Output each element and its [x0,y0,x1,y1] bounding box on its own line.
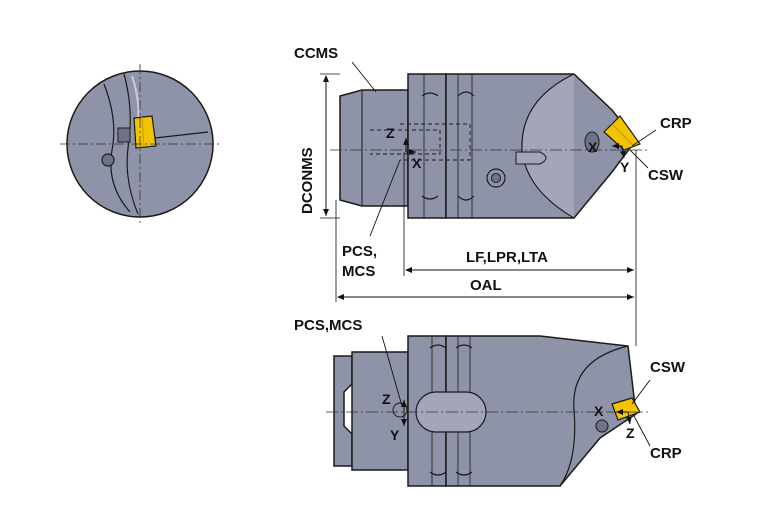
pcs-bottom-leader [381,335,403,407]
top-insert-y: Y [620,159,630,175]
top-view [330,73,648,219]
top-insert-line [611,123,635,147]
bottom-axis-z: Z [382,391,391,407]
csw-leader [629,149,649,169]
top-notch-1 [421,92,439,97]
top-hidden-channel [370,129,441,155]
top-axis-z: Z [386,125,395,141]
dconms-label: DCONMS [299,147,316,214]
bottom-z2-arrow [625,411,632,425]
dimensions [320,61,657,447]
top-clamp [584,131,600,153]
top-notch-3 [421,195,439,200]
ccms-leader [351,61,377,93]
bottom-shank-left [333,355,353,467]
end-view-contour [103,83,131,213]
lf-lpr-lta-label: LF,LPR,LTA [466,249,548,266]
ccms-label: CCMS [294,45,338,62]
csw-bottom-leader [631,379,651,405]
csw-bottom-label: CSW [650,359,686,376]
bottom-origin-circle [392,402,408,418]
bottom-notch-1 [429,344,447,349]
bottom-notch-4 [455,471,473,476]
bottom-axis-y: Y [390,427,400,443]
crp-leader [631,129,657,147]
pcs-label-line1: PCS, [342,243,377,260]
oal-label: OAL [470,277,502,294]
mcs-label-line2: MCS [342,263,375,280]
bottom-view [326,335,648,487]
top-nozzle [515,151,547,165]
crp-label: CRP [660,115,692,132]
bottom-body [445,335,637,487]
bottom-notch-3 [429,471,447,476]
end-view-edge [154,131,209,139]
top-hidden-channel-2 [400,123,471,161]
end-view-clamp [117,127,131,143]
top-notch-4 [457,195,475,201]
pcs-mcs-bottom-label: PCS,MCS [294,317,362,334]
end-view-insert [133,115,157,149]
top-shank [339,89,409,207]
bottom-insert-x: X [594,403,604,419]
pcs-leader [369,159,401,237]
bottom-insert-z: Z [626,425,635,441]
end-view-insert-line [141,116,145,148]
crp-bottom-label: CRP [650,445,682,462]
top-y2-arrow [619,145,626,159]
bottom-clamp [595,419,609,433]
end-view-contour-2 [123,73,139,215]
end-view-highlight [131,75,140,121]
top-axis-x: X [412,155,422,171]
labels: CCMS DCONMS CRP CSW PCS, MCS LF,LPR,LTA … [294,45,692,462]
end-view [60,64,222,224]
top-insert-x: X [588,139,598,155]
bottom-notch-2 [455,344,473,349]
end-view-hole [101,153,115,167]
top-screw-head [491,173,501,183]
csw-label: CSW [648,167,684,184]
top-notch-2 [457,91,475,97]
crp-bottom-leader [633,415,651,447]
bottom-head-sweep [559,345,629,487]
